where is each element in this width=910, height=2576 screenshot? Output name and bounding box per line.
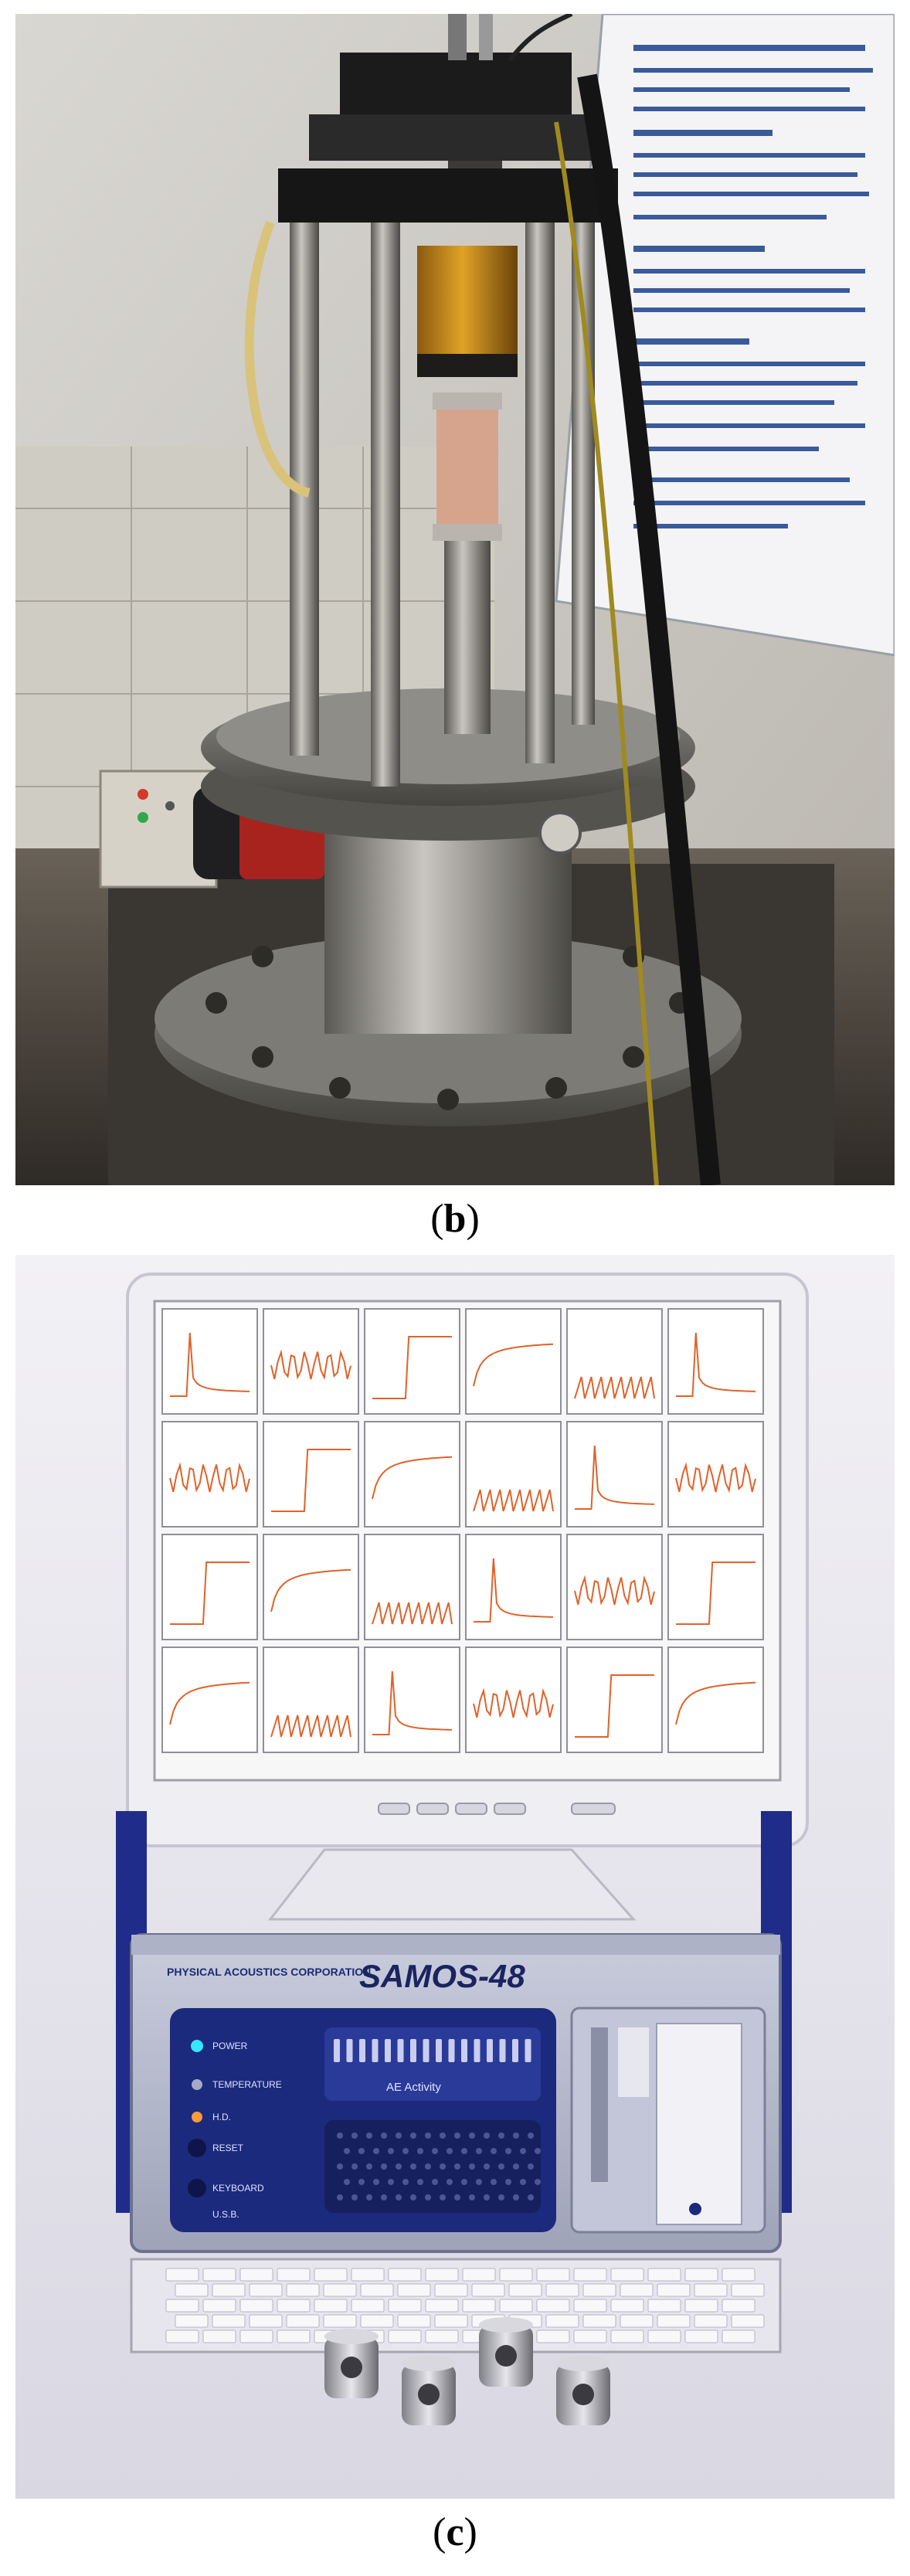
ae-activity-label: AE Activity [386,2081,441,2094]
figure-caption-b: (b) [430,1197,480,1241]
figure-caption-c: (c) [433,2510,477,2554]
temperature-label: TEMPERATURE [212,2079,282,2090]
monitor-chart-thumbnails [161,1308,764,1753]
photo-acoustic-emission-system: PHYSICAL ACOUSTICS CORPORATION SAMOS-48 … [15,1255,895,2499]
loading-apparatus-illustration [15,14,895,1185]
acoustic-sensors [324,2317,610,2425]
reset-label: RESET [212,2143,244,2153]
power-led-icon [191,2040,203,2052]
reset-button[interactable] [188,2139,206,2157]
caption-letter-c: c [446,2510,464,2554]
device-model-label: SAMOS-48 [359,1958,525,1994]
power-label: POWER [212,2041,248,2051]
acoustic-emission-system-illustration: PHYSICAL ACOUSTICS CORPORATION SAMOS-48 … [15,1255,895,2499]
caption-letter-b: b [443,1197,467,1241]
hd-label: H.D. [212,2112,231,2122]
keyboard-label: KEYBOARD [212,2183,264,2194]
photo-loading-apparatus [15,14,895,1185]
device-brand-label: PHYSICAL ACOUSTICS CORPORATION [167,1966,371,1978]
usb-label: U.S.B. [212,2209,239,2220]
